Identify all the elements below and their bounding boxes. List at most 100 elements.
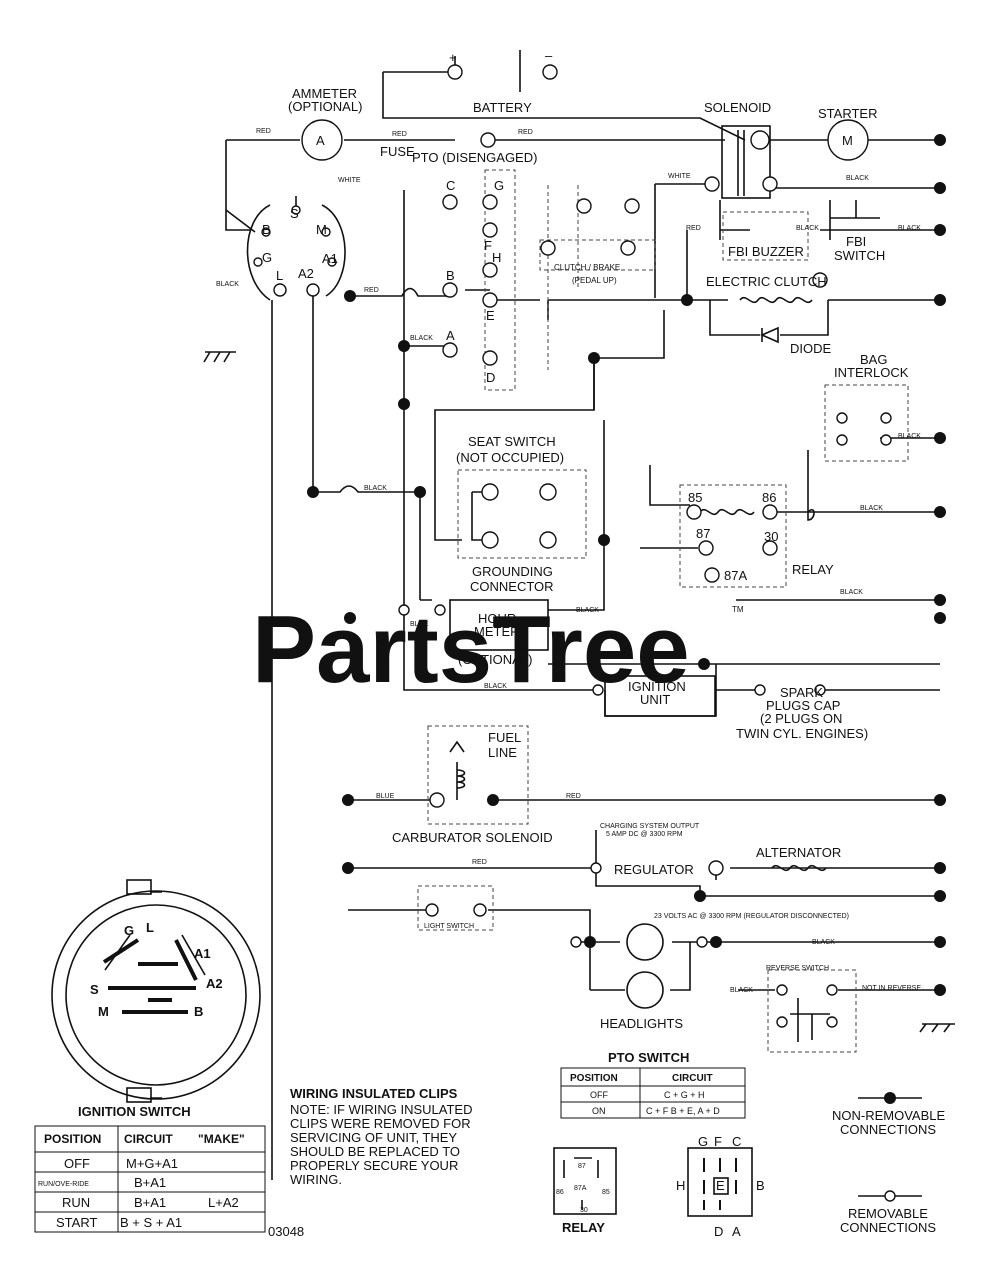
ammeter-label: AMMETER bbox=[292, 86, 357, 101]
diagram-text: 85 bbox=[602, 1189, 610, 1196]
removable-connection bbox=[482, 292, 498, 308]
non-removable-connections bbox=[307, 134, 946, 996]
removable-connection bbox=[442, 194, 458, 210]
diagram-text: WIRING INSULATED CLIPS bbox=[290, 1086, 458, 1101]
diagram-text: BLACK bbox=[846, 175, 869, 182]
ammeter: A bbox=[301, 119, 343, 161]
regulator-label: REGULATOR bbox=[614, 862, 694, 877]
fbi-switch-symbol bbox=[830, 200, 880, 219]
diagram-text: A2 bbox=[206, 976, 223, 991]
non-removable-connection bbox=[698, 658, 710, 670]
meter-label: METER bbox=[474, 624, 520, 639]
diagram-text: BLACK bbox=[898, 433, 921, 440]
non-removable-connection bbox=[934, 134, 946, 146]
non-removable-connection bbox=[398, 340, 410, 352]
ignition-switch-face bbox=[51, 879, 261, 1103]
diagram-text: B + S + A1 bbox=[120, 1215, 182, 1230]
removable-connection bbox=[482, 194, 498, 210]
diagram-text: RED bbox=[518, 129, 533, 136]
diagram-text: B bbox=[194, 1004, 203, 1019]
diagram-text: RED bbox=[392, 131, 407, 138]
removable-connection bbox=[429, 792, 445, 808]
diagram-text: A bbox=[316, 133, 325, 148]
diagram-text: C bbox=[732, 1134, 741, 1149]
removable-connection bbox=[624, 198, 640, 214]
unit-label: UNIT bbox=[640, 692, 670, 707]
solenoid-label: SOLENOID bbox=[704, 100, 771, 115]
ignition-unit bbox=[604, 675, 716, 717]
diagram-text: RUN/OVE-RIDE bbox=[38, 1181, 89, 1188]
removable-connection bbox=[762, 504, 778, 520]
light-switch-label: LIGHT SWITCH bbox=[424, 923, 474, 930]
non-removable-connection bbox=[934, 594, 946, 606]
diagram-text: G bbox=[124, 923, 134, 938]
removable-connection bbox=[482, 262, 498, 278]
diagram-text: BLACK bbox=[730, 987, 753, 994]
diagram-text: M bbox=[98, 1004, 109, 1019]
non-removable-connection bbox=[934, 984, 946, 996]
relay-87a-label: 87A bbox=[724, 568, 747, 583]
dashed-enclosures bbox=[417, 169, 909, 1053]
non-removable-connection bbox=[934, 506, 946, 518]
relay-icon-labels: 87 87A 86 85 30 RELAY bbox=[556, 1163, 610, 1235]
pto-switch-icon bbox=[687, 1147, 753, 1217]
carburetor-coil bbox=[449, 740, 466, 789]
removable-connections bbox=[398, 64, 892, 1028]
connector-label: CONNECTOR bbox=[470, 579, 554, 594]
non-removable-connection bbox=[398, 398, 410, 410]
removable-connection bbox=[814, 684, 826, 696]
removable-connection bbox=[776, 1016, 788, 1028]
diagram-text: C + F B + E, A + D bbox=[646, 1106, 720, 1116]
diagram-text: S bbox=[90, 982, 99, 997]
removable-connection bbox=[542, 64, 558, 80]
diagram-text: F bbox=[484, 238, 492, 253]
diagram-text: 86 bbox=[556, 1189, 564, 1196]
non-removable-connection bbox=[598, 534, 610, 546]
diagram-text: RED bbox=[364, 287, 379, 294]
diagram-text: PROPERLY SECURE YOUR bbox=[290, 1158, 458, 1173]
diagram-text: ON bbox=[592, 1106, 606, 1116]
non-removable-connection bbox=[934, 224, 946, 236]
reverse-switch-label: REVERSE SWITCH bbox=[766, 965, 829, 972]
diagram-text: L+A2 bbox=[208, 1195, 239, 1210]
removable-connection bbox=[481, 531, 499, 549]
diagram-text: OFF bbox=[64, 1156, 90, 1171]
non-removable-connection bbox=[934, 182, 946, 194]
diagram-text: BLACK bbox=[410, 335, 433, 342]
diagram-text: BLACK bbox=[796, 225, 819, 232]
diagram-text: L bbox=[276, 268, 283, 283]
removable-connection bbox=[750, 130, 770, 150]
electric-clutch-coil bbox=[739, 296, 813, 304]
fuel-line-label: LINE bbox=[488, 745, 517, 760]
battery-label: BATTERY bbox=[473, 100, 532, 115]
charging-label-1: CHARGING SYSTEM OUTPUT bbox=[600, 823, 700, 830]
removable-connection bbox=[570, 936, 582, 948]
removable-connection bbox=[447, 64, 463, 80]
spark-label-4: TWIN CYL. ENGINES) bbox=[736, 726, 868, 741]
relay-label: RELAY bbox=[792, 562, 834, 577]
non-removable-connection bbox=[934, 432, 946, 444]
diagram-text: G bbox=[494, 178, 504, 193]
non-removable-connection bbox=[414, 486, 426, 498]
removable-connection bbox=[481, 483, 499, 501]
non-removable-connection bbox=[934, 862, 946, 874]
diagram-text: BLACK bbox=[860, 505, 883, 512]
removable-connection bbox=[473, 903, 487, 917]
diagram-text: S bbox=[290, 206, 299, 221]
diagram-text: RED bbox=[472, 859, 487, 866]
hour-optional-label: (OPTIONAL) bbox=[458, 652, 532, 667]
ignition-label: IGNITION bbox=[628, 679, 686, 694]
charging-label-2: 5 AMP DC @ 3300 RPM bbox=[606, 831, 683, 838]
diagram-text: RUN bbox=[62, 1195, 90, 1210]
diagram-text: PTO SWITCH bbox=[608, 1050, 689, 1065]
alternator-coil bbox=[771, 864, 827, 872]
reverse-switch-internals bbox=[790, 998, 830, 1042]
non-removable-connection bbox=[934, 794, 946, 806]
non-removable-connection bbox=[681, 294, 693, 306]
removable-connection bbox=[576, 198, 592, 214]
diagram-text: BLACK bbox=[484, 683, 507, 690]
headlights-label: HEADLIGHTS bbox=[600, 1016, 683, 1031]
diagram-text: 87A bbox=[574, 1185, 587, 1192]
non-removable-connection bbox=[487, 794, 499, 806]
